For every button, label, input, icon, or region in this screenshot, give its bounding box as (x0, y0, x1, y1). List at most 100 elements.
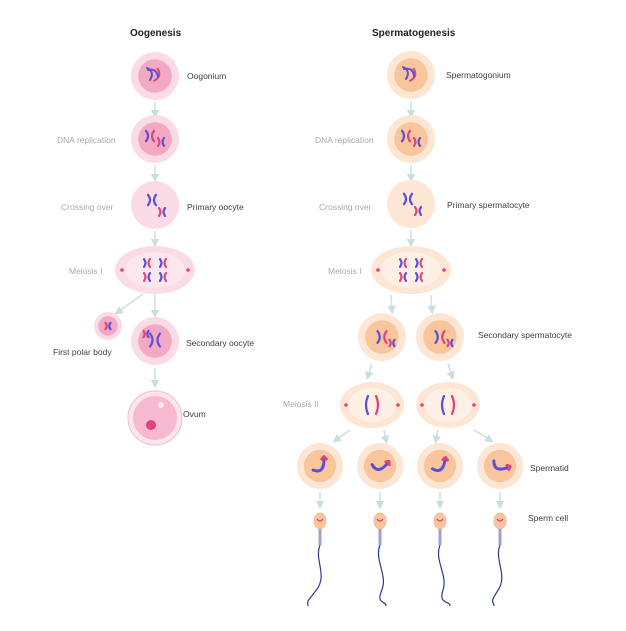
chromosome (152, 193, 158, 207)
spermatid-cell-3-nucleus (423, 449, 457, 483)
spermatid-cell-2 (357, 443, 403, 489)
secondary-spermatocyte-cell-1-nucleus (365, 320, 399, 354)
chromosome (147, 68, 160, 79)
chromosome (161, 137, 166, 147)
sp-arrow-5a (365, 363, 374, 380)
sperm-midpiece (318, 529, 322, 545)
primary-spermatocyte-cell (387, 180, 435, 228)
chromosome (400, 129, 406, 143)
sperm-midpiece (438, 529, 442, 545)
oo-meiosis-1-label: Meiosis I (69, 266, 103, 276)
oogonium-cell-nucleus (138, 59, 172, 93)
chromosome (398, 258, 403, 268)
chromosome (408, 192, 414, 206)
ovum-cell (127, 390, 183, 446)
chromosome (104, 321, 108, 331)
spermatid-cell-4-nucleus (483, 449, 517, 483)
secondary-spermatocyte-cell-1 (358, 313, 406, 361)
chromosome (153, 67, 161, 82)
sperm-midpiece (378, 529, 382, 545)
chromosome (403, 67, 416, 78)
chromosome (406, 129, 412, 143)
centriole (120, 268, 124, 272)
chromosome (156, 137, 161, 147)
chromosome (163, 258, 168, 268)
sperm-midpiece (498, 529, 502, 545)
cells-layer (94, 51, 523, 607)
sperm-tail (307, 544, 322, 607)
chromosome (146, 67, 153, 81)
spermatogonium-label: Spermatogonium (446, 70, 511, 80)
sp-meiosis-1-label: Meiosis I (328, 266, 362, 276)
secondary-oocyte-cell (131, 317, 179, 365)
spermatid-cell-3 (417, 443, 463, 489)
sperm-tail (438, 544, 451, 607)
chromosome (146, 329, 150, 339)
chromosome (158, 272, 163, 282)
chromosome (384, 460, 391, 467)
centriole (376, 268, 380, 272)
ovum-nucleus (146, 420, 156, 430)
spermatid-label: Spermatid (530, 463, 569, 473)
chromosome (158, 258, 163, 268)
chromosome (450, 338, 454, 348)
chromosome (414, 258, 419, 268)
chromosome (402, 192, 408, 206)
chromosome (505, 463, 511, 471)
sperm-tail (378, 544, 387, 607)
oo-dna-replication-cell-nucleus (138, 122, 172, 156)
sperm-dna (436, 518, 444, 522)
sp-dna-replication-label: DNA replication (315, 135, 374, 145)
oogonium-cell (131, 52, 179, 100)
chromosome (441, 330, 446, 344)
arrows-layer (114, 101, 505, 510)
chromosome (142, 329, 146, 339)
chromosome (147, 272, 152, 282)
chromosome (440, 394, 446, 416)
chromosome (144, 129, 150, 143)
chromosome (492, 459, 512, 471)
chromosome (419, 258, 424, 268)
centriole (442, 268, 446, 272)
chromosome (364, 394, 370, 416)
chromosome (418, 206, 423, 216)
first-polar-body-cell-nucleus (98, 316, 118, 336)
sp-arrow-6a (332, 429, 351, 443)
centriole (472, 403, 476, 407)
sp-arrow-5b (446, 363, 455, 380)
secondary-oocyte-cell-nucleus (138, 324, 172, 358)
secondary-spermatocyte-cell-2 (416, 313, 464, 361)
chromosome (157, 207, 162, 217)
primary-oocyte-cell (131, 181, 179, 229)
sp-meiosis-1-spindle (381, 252, 441, 288)
sp-dna-replication-cell-nucleus (394, 122, 428, 156)
chromosome (162, 207, 167, 217)
sp-crossing-over-label: Crossing over (319, 202, 372, 212)
sp-arrow-4a (387, 294, 396, 315)
spermatid-cell-4 (477, 443, 523, 489)
chromosome (446, 338, 450, 348)
chromosome (398, 272, 403, 282)
sp-meiosis-1-cell (371, 246, 451, 294)
secondary-oocyte-label: Secondary oocyte (186, 338, 255, 348)
chromosome (403, 258, 408, 268)
chromosome (434, 330, 439, 344)
primary-oocyte-label: Primary oocyte (187, 202, 244, 212)
oo-dna-replication-label: DNA replication (57, 135, 116, 145)
spermatogonium-cell-nucleus (394, 58, 428, 92)
centriole (186, 268, 190, 272)
ovum-label: Ovum (183, 409, 206, 419)
sp-arrow-6d (473, 429, 494, 443)
spermatid-cell-1-nucleus (303, 449, 337, 483)
first-polar-body-label: First polar body (53, 347, 112, 357)
chromosome (311, 455, 326, 473)
sperm-cell-1 (307, 512, 327, 607)
spermatogonium-cell (387, 51, 435, 99)
chromosome (414, 272, 419, 282)
chromosome (142, 258, 147, 268)
chromosome (148, 332, 154, 348)
first-polar-body-cell (94, 312, 122, 340)
chromosome (413, 206, 418, 216)
sp-meiosis-2-cell-2 (416, 382, 480, 428)
centriole (396, 403, 400, 407)
